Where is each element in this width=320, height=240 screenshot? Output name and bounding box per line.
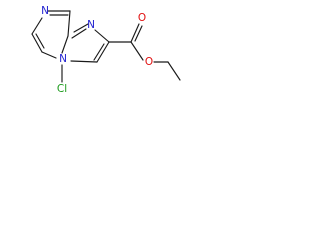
chlorine-label: Cl [57, 83, 67, 95]
ester-oxygen-label: O [145, 56, 153, 68]
bond [96, 41, 110, 63]
nitrogen-label: N [41, 5, 49, 17]
bond [70, 60, 98, 63]
bond [130, 41, 144, 61]
bond [167, 61, 181, 81]
bond [71, 28, 87, 39]
carbonyl-oxygen-label: O [138, 12, 146, 24]
bond [93, 43, 105, 61]
nitrogen-label: N [87, 19, 95, 31]
structure-canvas: N N N O O Cl [0, 0, 206, 109]
bond [73, 23, 89, 33]
atom-label-layer: N N N O O Cl [41, 5, 153, 95]
bond [94, 29, 110, 43]
bond [31, 17, 43, 35]
bond [130, 23, 140, 43]
bond [134, 25, 143, 42]
bond [61, 35, 69, 54]
bond [31, 33, 43, 53]
molecule-drawing: N N N O O Cl [31, 5, 181, 95]
bond [41, 51, 57, 59]
nitrogen-label: N [59, 53, 67, 65]
bond [35, 33, 45, 49]
bond [67, 10, 71, 37]
bond-layer [31, 10, 181, 83]
